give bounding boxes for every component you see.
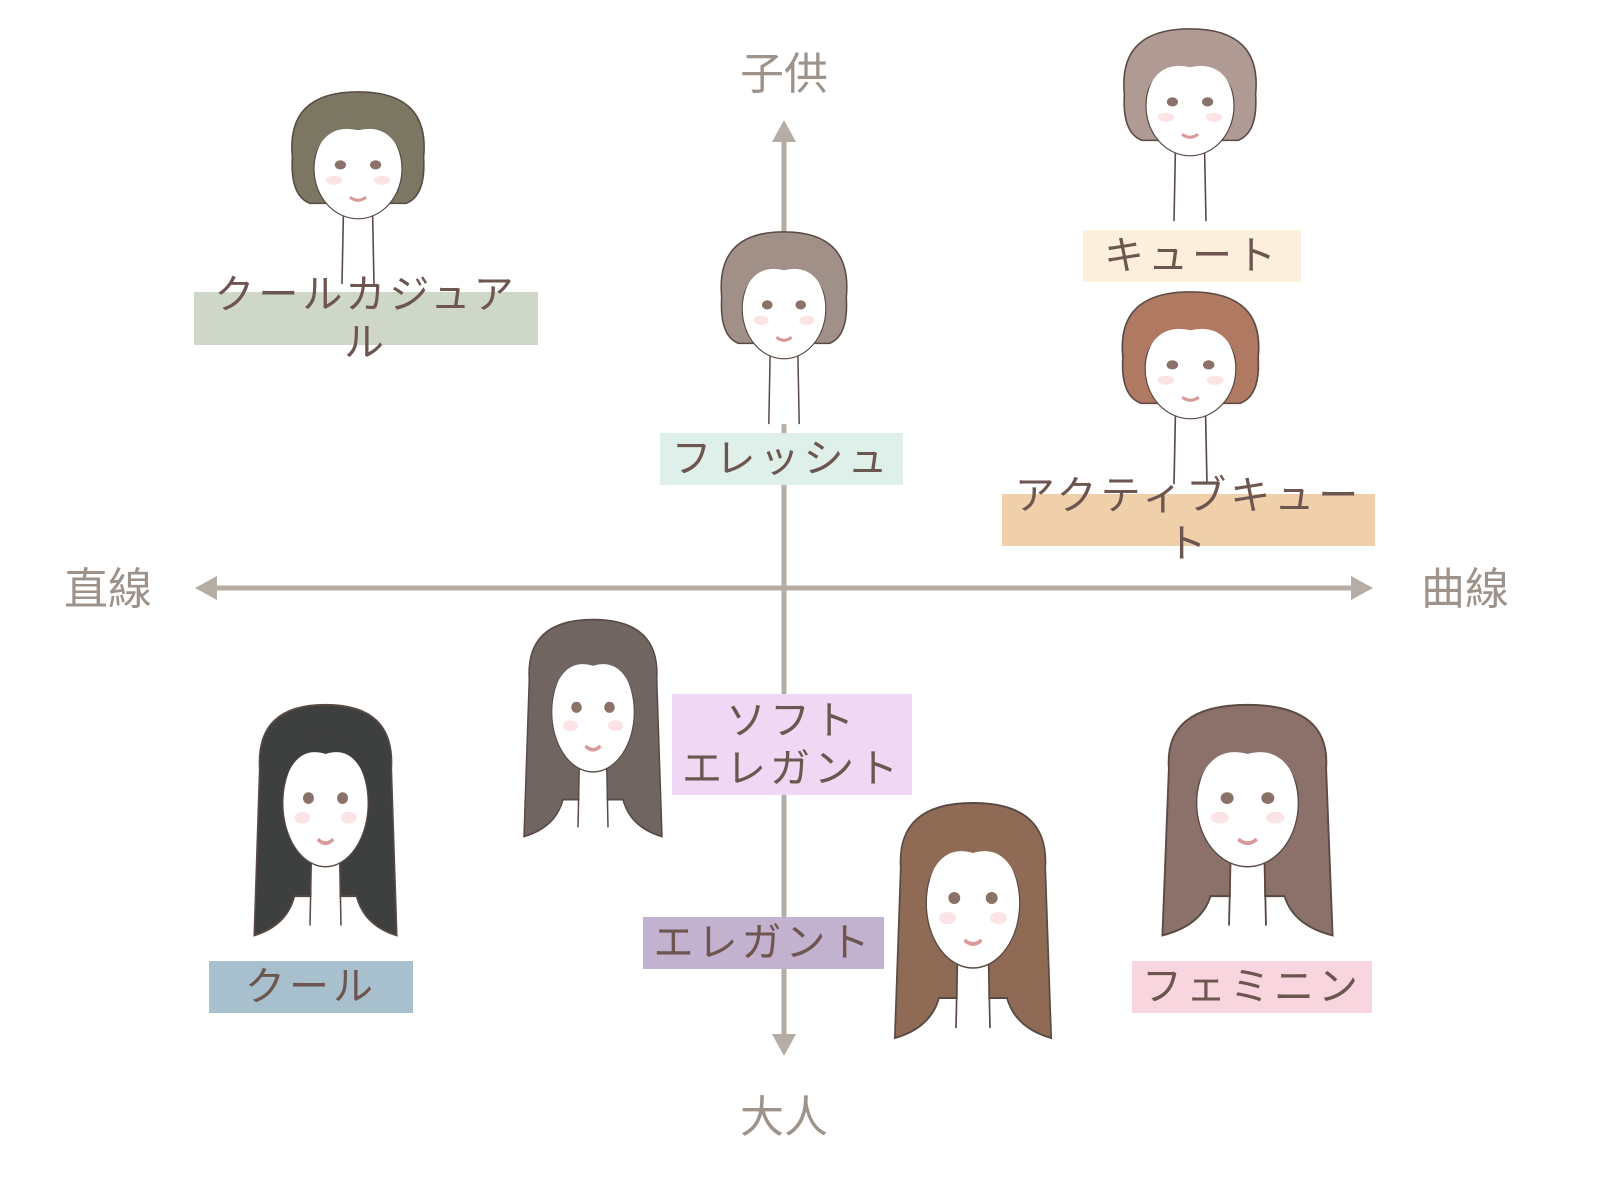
arrow-down-icon <box>772 1034 796 1056</box>
arrow-up-icon <box>772 120 796 142</box>
arrow-right-icon <box>1351 576 1373 600</box>
woman-illustration-icon <box>893 801 1053 1040</box>
axis-label-child: 子供 <box>740 49 828 100</box>
label-cute: キュート <box>1083 230 1301 282</box>
axis-label-straight: 直線 <box>64 564 152 615</box>
face-cool-casual <box>278 88 438 288</box>
axis-label-curve: 曲線 <box>1421 564 1509 615</box>
face-soft-elegant <box>518 615 668 855</box>
woman-illustration-icon <box>1161 703 1334 937</box>
label-cool-casual: クールカジュアル <box>194 272 538 366</box>
face-fresh <box>708 228 860 428</box>
face-active-cute <box>1108 288 1273 488</box>
woman-illustration-icon <box>523 618 663 838</box>
label-feminine: フェミニン <box>1132 961 1372 1013</box>
woman-illustration-icon <box>1123 28 1257 222</box>
face-cute <box>1110 25 1270 225</box>
woman-illustration-icon <box>253 703 398 937</box>
axis-label-adult: 大人 <box>740 1092 828 1143</box>
label-active-cute: アクティブキュート <box>1002 473 1375 567</box>
face-feminine <box>1155 700 1340 955</box>
label-elegant: エレガント <box>643 917 884 969</box>
label-cool: クール <box>209 961 413 1013</box>
woman-illustration-icon <box>720 231 848 425</box>
face-cool <box>248 700 403 955</box>
woman-illustration-icon <box>291 91 425 285</box>
arrow-left-icon <box>195 576 217 600</box>
label-fresh: フレッシュ <box>660 433 903 485</box>
face-elegant <box>888 798 1058 1058</box>
label-soft-elegant: ソフト エレガント <box>672 694 912 795</box>
woman-illustration-icon <box>1121 291 1260 485</box>
